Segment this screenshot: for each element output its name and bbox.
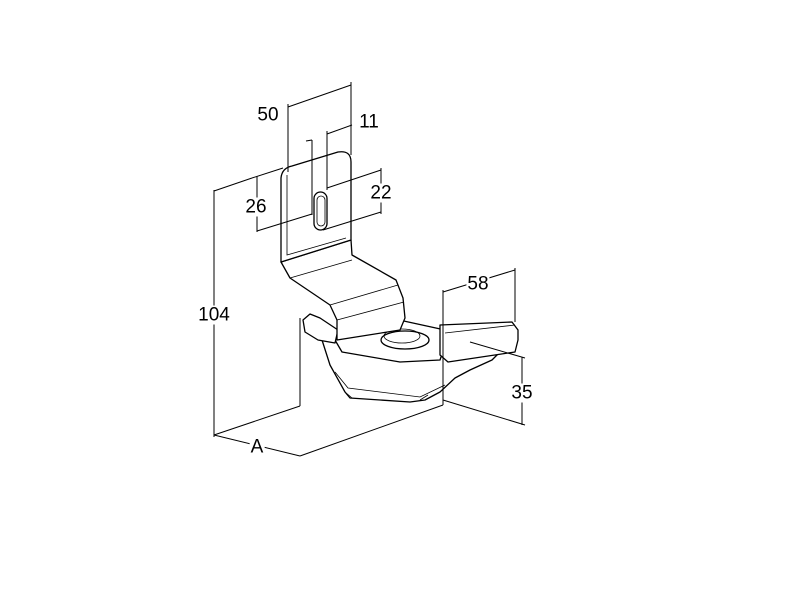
dimension-base-width: 58 (466, 273, 490, 295)
dimension-slot-width: 11 (358, 111, 380, 133)
bracket-part (280, 151, 519, 403)
dimension-base-height: 35 (510, 382, 534, 404)
dimension-slot-offset: 26 (244, 196, 268, 218)
dimension-slot-length: 22 (369, 182, 393, 204)
dimension-width-top: 50 (256, 104, 280, 126)
dimension-depth: A (249, 436, 265, 458)
dimension-height: 104 (197, 304, 231, 326)
